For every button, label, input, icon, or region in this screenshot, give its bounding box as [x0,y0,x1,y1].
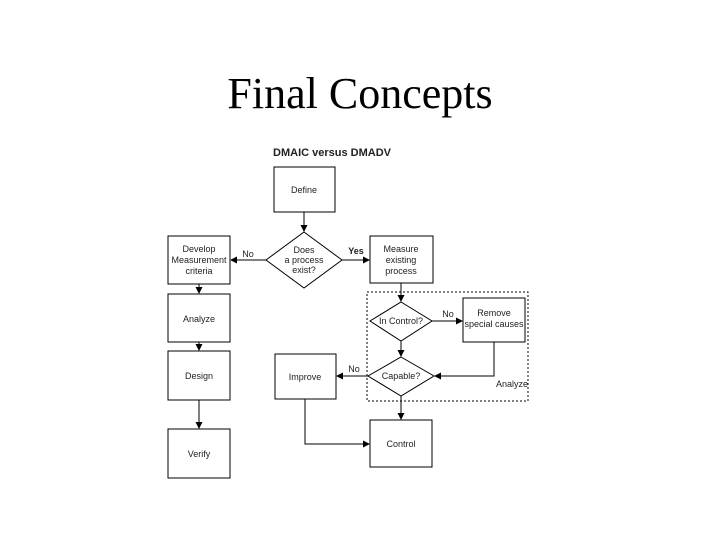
slide-title: Final Concepts [227,69,493,118]
edge-label-no-control: No [442,309,454,319]
analyze-label: Analyze [183,314,215,324]
process-exist-label-1: Does [293,245,315,255]
measure-existing-label-1: Measure [383,244,418,254]
diagram-header: DMAIC versus DMADV [273,147,392,159]
analyze-box [167,293,231,343]
in-control-label: In Control? [379,316,423,326]
remove-special-box [462,297,526,343]
develop-criteria-box [167,235,231,285]
arrow-remove-to-capable [434,342,495,380]
process-exist-label-2: a process [284,255,324,265]
capable-label: Capable? [382,371,421,381]
measure-existing-label-2: existing [386,255,417,265]
develop-criteria-label-2: Measurement [171,255,227,265]
design-box [167,350,231,401]
analyze-group-label: Analyze [496,379,528,389]
analyze-group-border [366,291,529,402]
control-label: Control [386,439,415,449]
process-exist-label-3: exist? [292,265,316,275]
arrow-improve-to-control [304,399,370,448]
develop-criteria-label-3: criteria [185,266,212,276]
design-label: Design [185,371,213,381]
remove-special-label-1: Remove [477,308,511,318]
process-exist-diamond [265,231,343,289]
measure-existing-label-3: process [385,266,417,276]
remove-special-label-2: special causes [464,319,524,329]
edge-label-no-capable: No [348,364,360,374]
verify-label: Verify [188,449,211,459]
control-box [369,419,433,468]
measure-existing-box [369,235,434,284]
define-box [273,166,336,213]
develop-criteria-label-1: Develop [182,244,215,254]
verify-box [167,428,231,479]
edge-label-no-left: No [242,249,254,259]
define-label: Define [291,185,317,195]
edge-label-yes: Yes [348,246,364,256]
improve-label: Improve [289,372,322,382]
